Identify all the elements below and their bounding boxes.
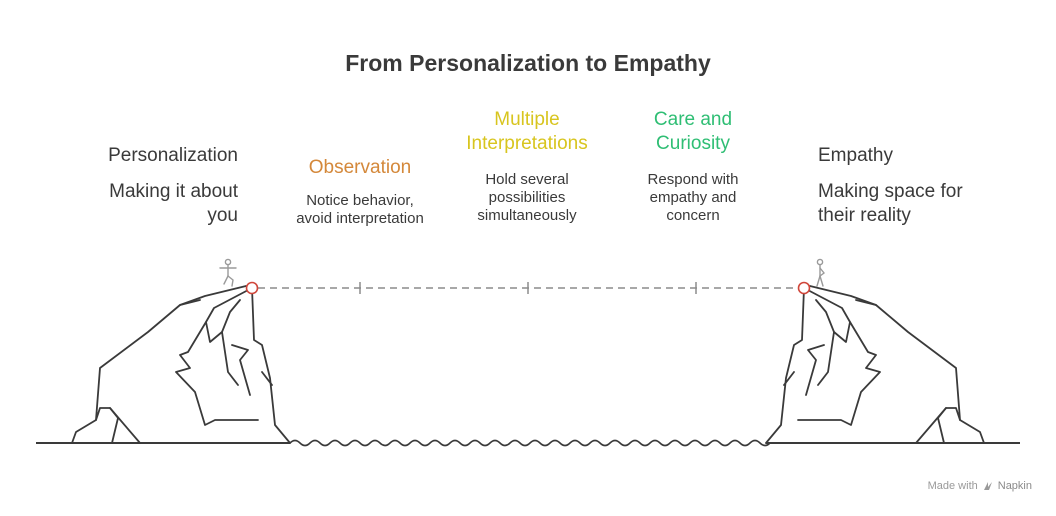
stage-description-line: possibilities xyxy=(488,189,566,206)
right-side-description-line: their reality xyxy=(818,205,911,226)
stage-heading-line: Interpretations xyxy=(466,133,588,154)
made-with-text: Made with xyxy=(927,480,978,492)
stage-heading-line: Multiple xyxy=(494,109,560,130)
water-waves xyxy=(289,439,771,447)
stage-description-line: Hold several xyxy=(485,171,569,188)
stage-heading-line: Observation xyxy=(308,157,412,178)
page-title: From Personalization to Empathy xyxy=(345,50,711,76)
napkin-logo-icon xyxy=(983,482,992,490)
stage-observation-description: Notice behavior, avoid interpretation xyxy=(240,192,480,228)
left-side-description-line: you xyxy=(207,205,238,226)
stage-description-line: avoid interpretation xyxy=(296,210,424,227)
stage-observation-heading: Observation xyxy=(260,156,460,180)
person-right-icon xyxy=(816,258,825,287)
left-side-heading: Personalization xyxy=(108,145,238,166)
right-cliff xyxy=(765,285,985,444)
left-side-description-line: Making it about xyxy=(109,181,238,202)
napkin-brand-text: Napkin xyxy=(997,480,1032,492)
right-side-heading: Empathy xyxy=(818,145,893,166)
stage-multiple-interpretations-heading: Multiple Interpretations xyxy=(407,108,647,156)
person-left-icon xyxy=(219,258,237,287)
stage-description-line: Respond with xyxy=(647,171,739,188)
stage-heading-line: Curiosity xyxy=(656,133,730,154)
stage-description-line: simultaneously xyxy=(477,207,577,224)
start-point-marker xyxy=(245,281,259,295)
right-side-description-line: Making space for xyxy=(818,181,963,202)
stage-heading-line: Care and xyxy=(653,109,733,130)
stage-description-line: Notice behavior, xyxy=(306,192,414,209)
left-side-description: Making it about you xyxy=(109,180,238,228)
left-cliff xyxy=(71,285,291,444)
stage-care-curiosity-heading: Care and Curiosity xyxy=(593,108,793,156)
stage-description-line: concern xyxy=(666,207,720,224)
right-side-description: Making space for their reality xyxy=(818,180,963,228)
stage-description-line: empathy and xyxy=(649,189,737,206)
stage-multiple-interpretations-description: Hold several possibilities simultaneousl… xyxy=(427,171,627,225)
stage-care-curiosity-description: Respond with empathy and concern xyxy=(593,171,793,225)
end-point-marker xyxy=(797,281,811,295)
made-with-napkin[interactable]: Made with Napkin xyxy=(928,480,1032,492)
